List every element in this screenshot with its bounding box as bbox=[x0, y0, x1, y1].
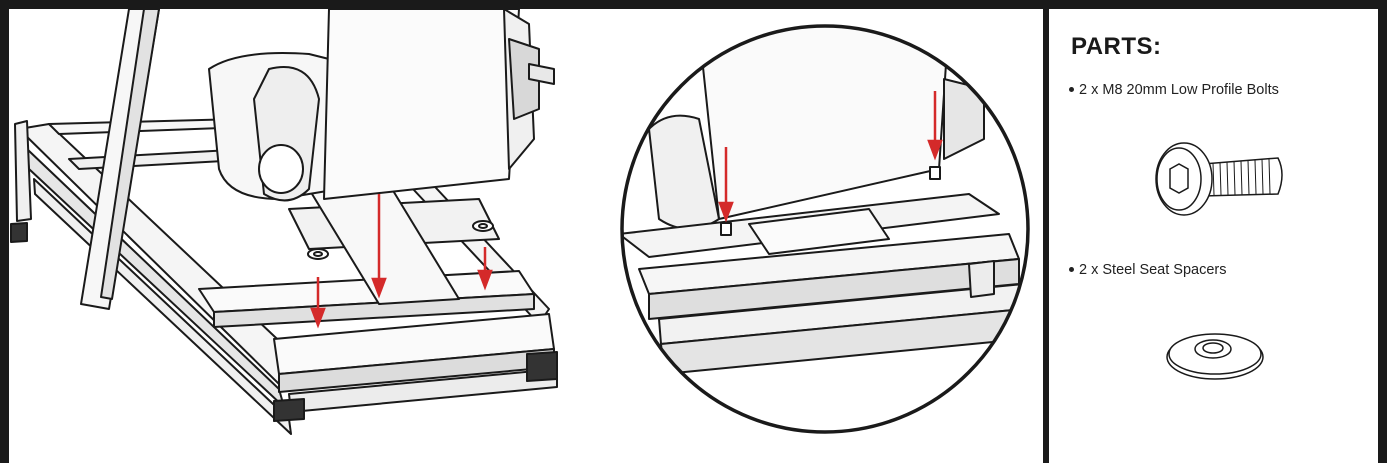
racing-seat bbox=[208, 9, 555, 202]
low-profile-bolt-icon bbox=[1155, 142, 1283, 216]
base-frame bbox=[10, 9, 558, 435]
part-item-spacers: 2 x Steel Seat Spacers bbox=[1069, 262, 1227, 278]
parts-title: PARTS: bbox=[1071, 33, 1162, 60]
part-item-bolts: 2 x M8 20mm Low Profile Bolts bbox=[1069, 82, 1279, 98]
assembly-illustration bbox=[10, 9, 1030, 435]
part-item-label: 2 x Steel Seat Spacers bbox=[1079, 262, 1227, 278]
bullet-icon bbox=[1069, 86, 1074, 92]
part-item-label: 2 x M8 20mm Low Profile Bolts bbox=[1079, 82, 1279, 98]
seat-spacer-icon bbox=[1166, 333, 1264, 380]
panel-divider bbox=[1043, 0, 1049, 463]
bullet-icon bbox=[1069, 266, 1074, 272]
parts-panel: PARTS: 2 x M8 20mm Low Profile Bolts 2 x… bbox=[1049, 9, 1378, 463]
